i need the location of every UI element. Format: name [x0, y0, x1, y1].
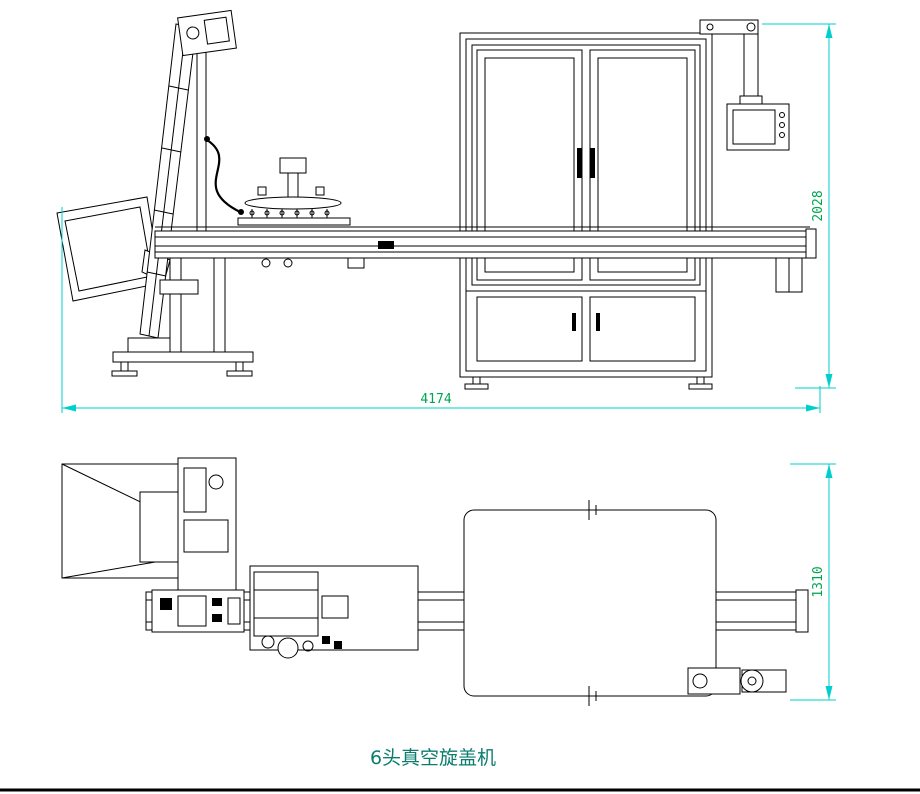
dimension-overall-depth: 1310: [790, 463, 836, 701]
side-elevation-view: 4174 2028: [56, 9, 836, 413]
machine-body-plan: [463, 500, 717, 706]
overall-height-label: 2028: [811, 190, 826, 221]
hmi-screen-body: [726, 103, 790, 151]
hmi-arm-plan: [687, 667, 787, 695]
infeed-motor-plan: [151, 589, 245, 633]
capping-station-plan: [249, 565, 419, 659]
conveyor-stand: [111, 255, 254, 377]
overall-length-label: 4174: [420, 392, 451, 407]
hmi-screen: [732, 109, 776, 145]
door-handle-icon: [590, 148, 595, 178]
door-handle-icon: [577, 148, 582, 178]
hmi-panel-arm: [699, 19, 790, 151]
cap-elevator: [127, 9, 244, 353]
air-hose: [205, 138, 242, 214]
main-cabinet: [459, 32, 713, 378]
plan-view: 1310: [61, 457, 836, 706]
dimension-overall-length: 4174: [61, 207, 821, 413]
machine-feet: [464, 376, 713, 390]
elevator-plan: [139, 457, 237, 591]
overall-depth-label: 1310: [811, 566, 826, 597]
capping-head-assembly: [237, 157, 351, 226]
conveyor-side: [154, 226, 817, 293]
drawing-title: 6头真空旋盖机: [370, 747, 496, 769]
dimension-overall-height: 2028: [762, 23, 836, 389]
